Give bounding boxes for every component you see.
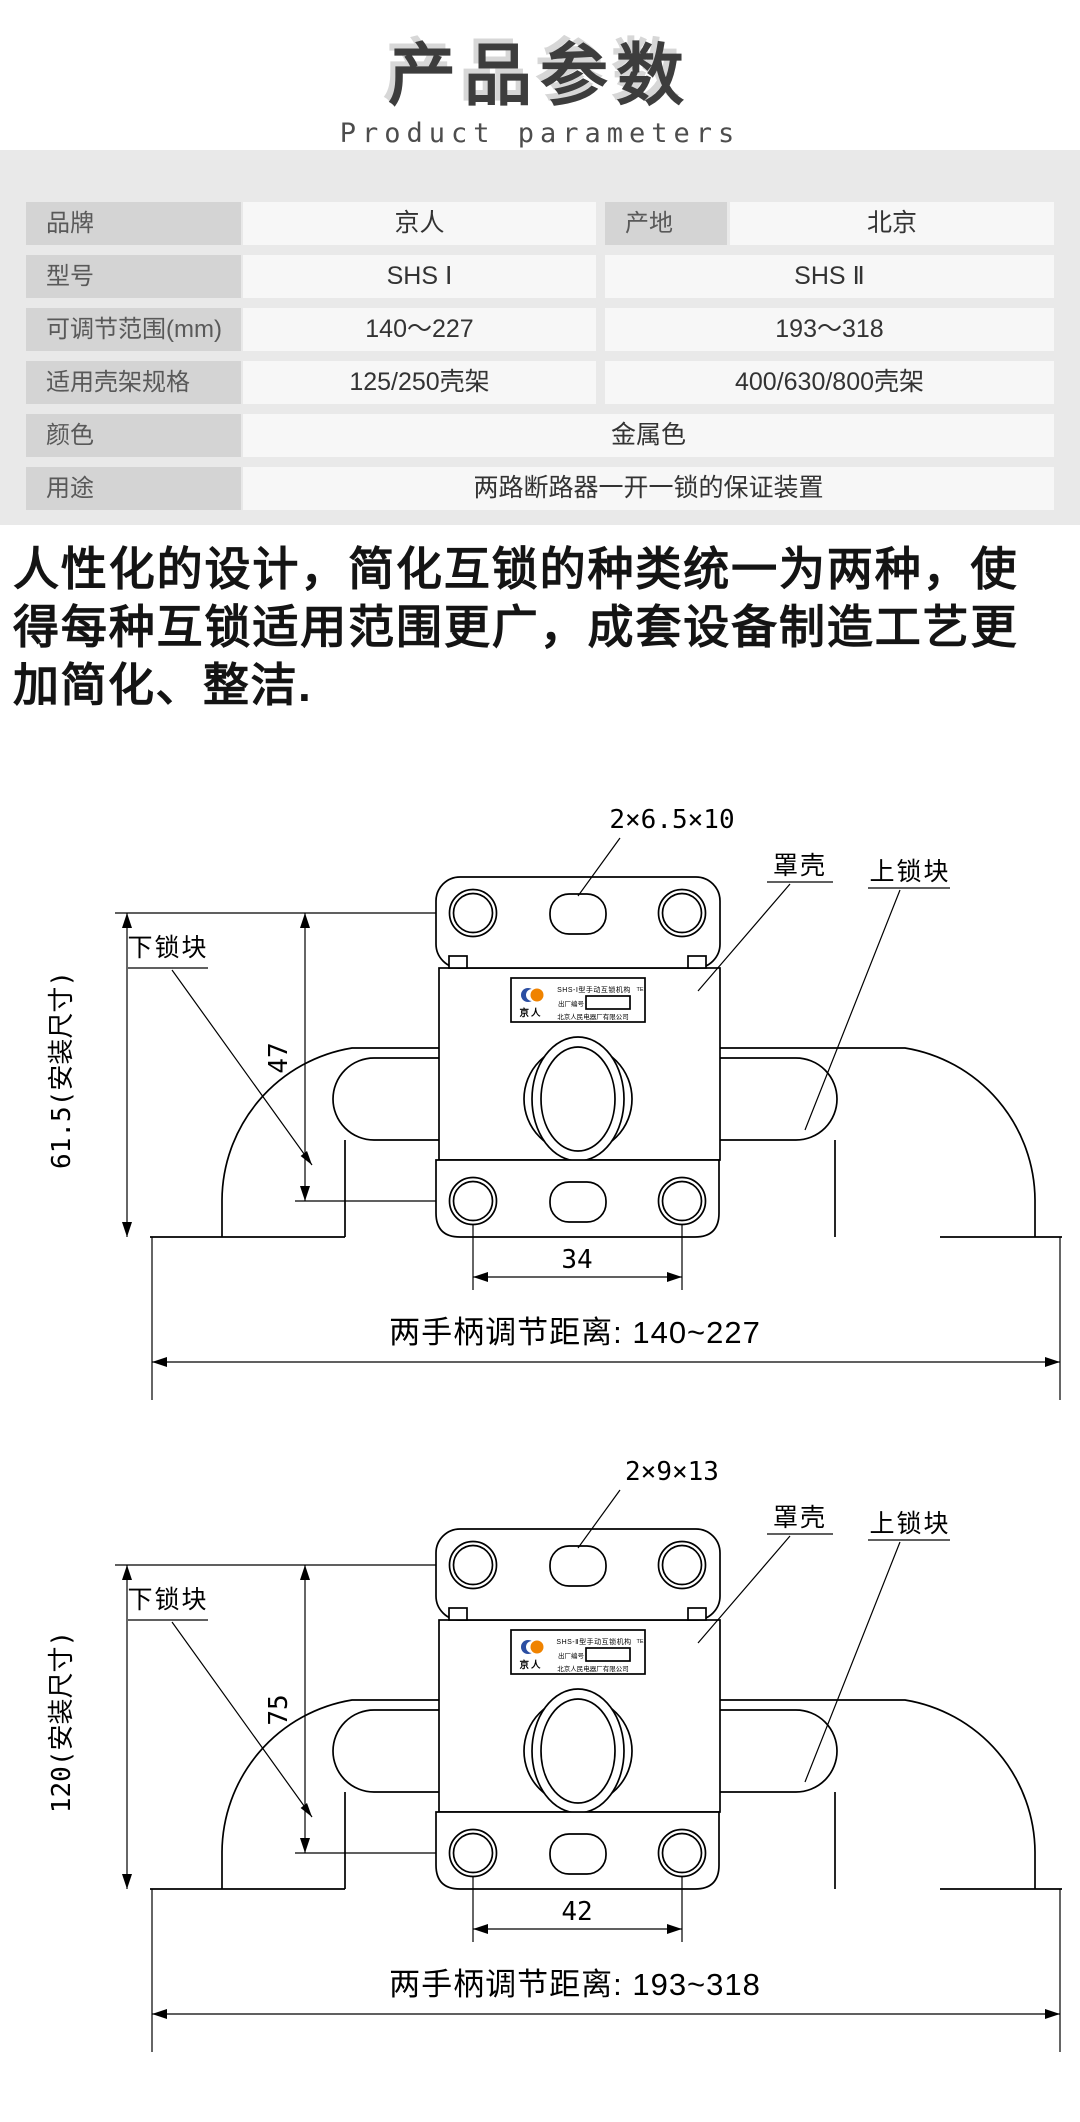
table-row-model: 型号 SHS Ⅰ SHS Ⅱ [26, 255, 1080, 298]
lower-hole-left [448, 1828, 498, 1878]
head-hole-right [657, 1540, 707, 1590]
hole-dim-leader [577, 1489, 621, 1549]
mount-dim-text: 61.5(安装尺寸) [47, 971, 77, 1169]
adjust-range-text: 两手柄调节距离: 140~227 [389, 1315, 761, 1350]
cover-label: 罩壳 [773, 1504, 827, 1532]
notch-left [448, 1607, 468, 1621]
lower-lock-label: 下锁块 [127, 1586, 208, 1614]
head-slot [549, 1545, 607, 1587]
range-value-2: 193～318 [605, 308, 1054, 351]
knob-ellipse [531, 1688, 625, 1814]
frame-label: 适用壳架规格 [26, 361, 241, 404]
color-value: 金属色 [243, 414, 1054, 457]
hole-spacing-text: 42 [561, 1897, 592, 1927]
hole-spacing-lines [472, 1877, 683, 1942]
adjust-range-lines [151, 1237, 1061, 1400]
plate-model-line: SHS-Ⅰ型手动互锁机构 [557, 985, 631, 994]
frame-value-1: 125/250壳架 [243, 361, 596, 404]
upper-lock-leader [804, 887, 950, 1131]
spec-table: 品牌 京人 产地 北京 型号 SHS Ⅰ SHS Ⅱ 可调节范围(mm) 140… [0, 150, 1080, 525]
cover-leader [697, 881, 833, 992]
lower-lock-label: 下锁块 [127, 934, 208, 962]
plate-company: 北京人民电器厂有限公司 [557, 1664, 629, 1673]
plate-serial-box [585, 995, 631, 1010]
cover-leader [697, 1533, 833, 1644]
origin-label: 产地 [605, 202, 727, 245]
table-row-range: 可调节范围(mm) 140～227 193～318 [26, 308, 1080, 351]
model-value-2: SHS Ⅱ [605, 255, 1054, 298]
model-label: 型号 [26, 255, 241, 298]
adjust-range-text: 两手柄调节距离: 193~318 [389, 1967, 761, 2002]
range-value-1: 140～227 [243, 308, 596, 351]
hole-dim-label: 2×6.5×10 [609, 805, 734, 835]
range-label: 可调节范围(mm) [26, 308, 241, 351]
origin-value: 北京 [730, 202, 1054, 245]
page-subtitle: Product parameters [339, 118, 741, 149]
adjust-range-lines [151, 1889, 1061, 2052]
lower-hole-right [657, 1176, 707, 1226]
lower-hole-right [657, 1828, 707, 1878]
lower-lock-block-outline [221, 1699, 439, 1889]
color-label: 颜色 [26, 414, 241, 457]
description-text: 人性化的设计，简化互锁的种类统一为两种，使得每种互锁适用范围更广，成套设备制造工… [13, 543, 1018, 711]
brand-label: 品牌 [26, 202, 241, 245]
knob-ellipse [531, 1036, 625, 1162]
brand-value: 京人 [243, 202, 596, 245]
plate-company: 北京人民电器厂有限公司 [557, 1012, 629, 1021]
table-row-usage: 用途 两路断路器一开一锁的保证装置 [26, 467, 1080, 510]
lower-lock-leader [128, 967, 313, 1166]
hole-dim-leader [577, 837, 621, 897]
knob-inner-ellipse [540, 1698, 616, 1804]
name-plate: 京人 SHS-Ⅰ型手动互锁机构 TE 出厂编号 北京人民电器厂有限公司 [510, 977, 646, 1023]
upper-lock-block-outline [720, 1047, 1036, 1237]
cover-label: 罩壳 [773, 852, 827, 880]
technical-drawing-shs2: 京人 SHS-Ⅱ型手动互锁机构 TE 出厂编号 北京人民电器厂有限公司 2×9×… [47, 1457, 1062, 2052]
lower-hole-left [448, 1176, 498, 1226]
plate-model-line: SHS-Ⅱ型手动互锁机构 [556, 1637, 631, 1646]
hole-spacing-lines [472, 1225, 683, 1290]
upper-lock-block-outline [720, 1699, 1036, 1889]
technical-drawing-shs1: 京人 SHS-Ⅰ型手动互锁机构 TE 出厂编号 北京人民电器厂有限公司 2×6.… [47, 805, 1062, 1400]
plate-brand: 京人 [519, 1007, 542, 1019]
lower-slot [549, 1181, 607, 1223]
inner-dim-text: 47 [264, 1042, 294, 1073]
table-row-brand: 品牌 京人 产地 北京 [26, 202, 1080, 245]
upper-lock-label: 上锁块 [869, 1510, 950, 1538]
mount-dim-text: 120(安装尺寸) [47, 1631, 77, 1813]
head-slot [549, 893, 607, 935]
usage-value: 两路断路器一开一锁的保证装置 [243, 467, 1054, 510]
notch-right [687, 1607, 707, 1621]
table-row-frame: 适用壳架规格 125/250壳架 400/630/800壳架 [26, 361, 1080, 404]
lower-lock-leader [128, 1619, 313, 1818]
notch-left [448, 955, 468, 969]
lower-lock-block-outline [221, 1047, 439, 1237]
plate-serial-label: 出厂编号 [558, 1651, 585, 1660]
notch-right [687, 955, 707, 969]
plate-serial-box [585, 1647, 631, 1662]
hole-dim-label: 2×9×13 [625, 1457, 719, 1487]
plate-corner-mark: TE [636, 987, 643, 993]
upper-lock-label: 上锁块 [869, 858, 950, 886]
name-plate: 京人 SHS-Ⅱ型手动互锁机构 TE 出厂编号 北京人民电器厂有限公司 [510, 1629, 646, 1675]
lower-slot [549, 1833, 607, 1875]
inner-dim-text: 75 [264, 1694, 294, 1725]
model-value-1: SHS Ⅰ [243, 255, 596, 298]
upper-lock-leader [804, 1539, 950, 1783]
plate-corner-mark: TE [636, 1639, 643, 1645]
plate-serial-label: 出厂编号 [558, 999, 585, 1008]
hole-spacing-text: 34 [561, 1245, 592, 1275]
table-row-color: 颜色 金属色 [26, 414, 1080, 457]
head-hole-left [448, 888, 498, 938]
page-title: 产品参数 [387, 38, 692, 114]
head-hole-right [657, 888, 707, 938]
usage-label: 用途 [26, 467, 241, 510]
knob-inner-ellipse [540, 1046, 616, 1152]
plate-brand: 京人 [519, 1659, 542, 1671]
head-hole-left [448, 1540, 498, 1590]
frame-value-2: 400/630/800壳架 [605, 361, 1054, 404]
